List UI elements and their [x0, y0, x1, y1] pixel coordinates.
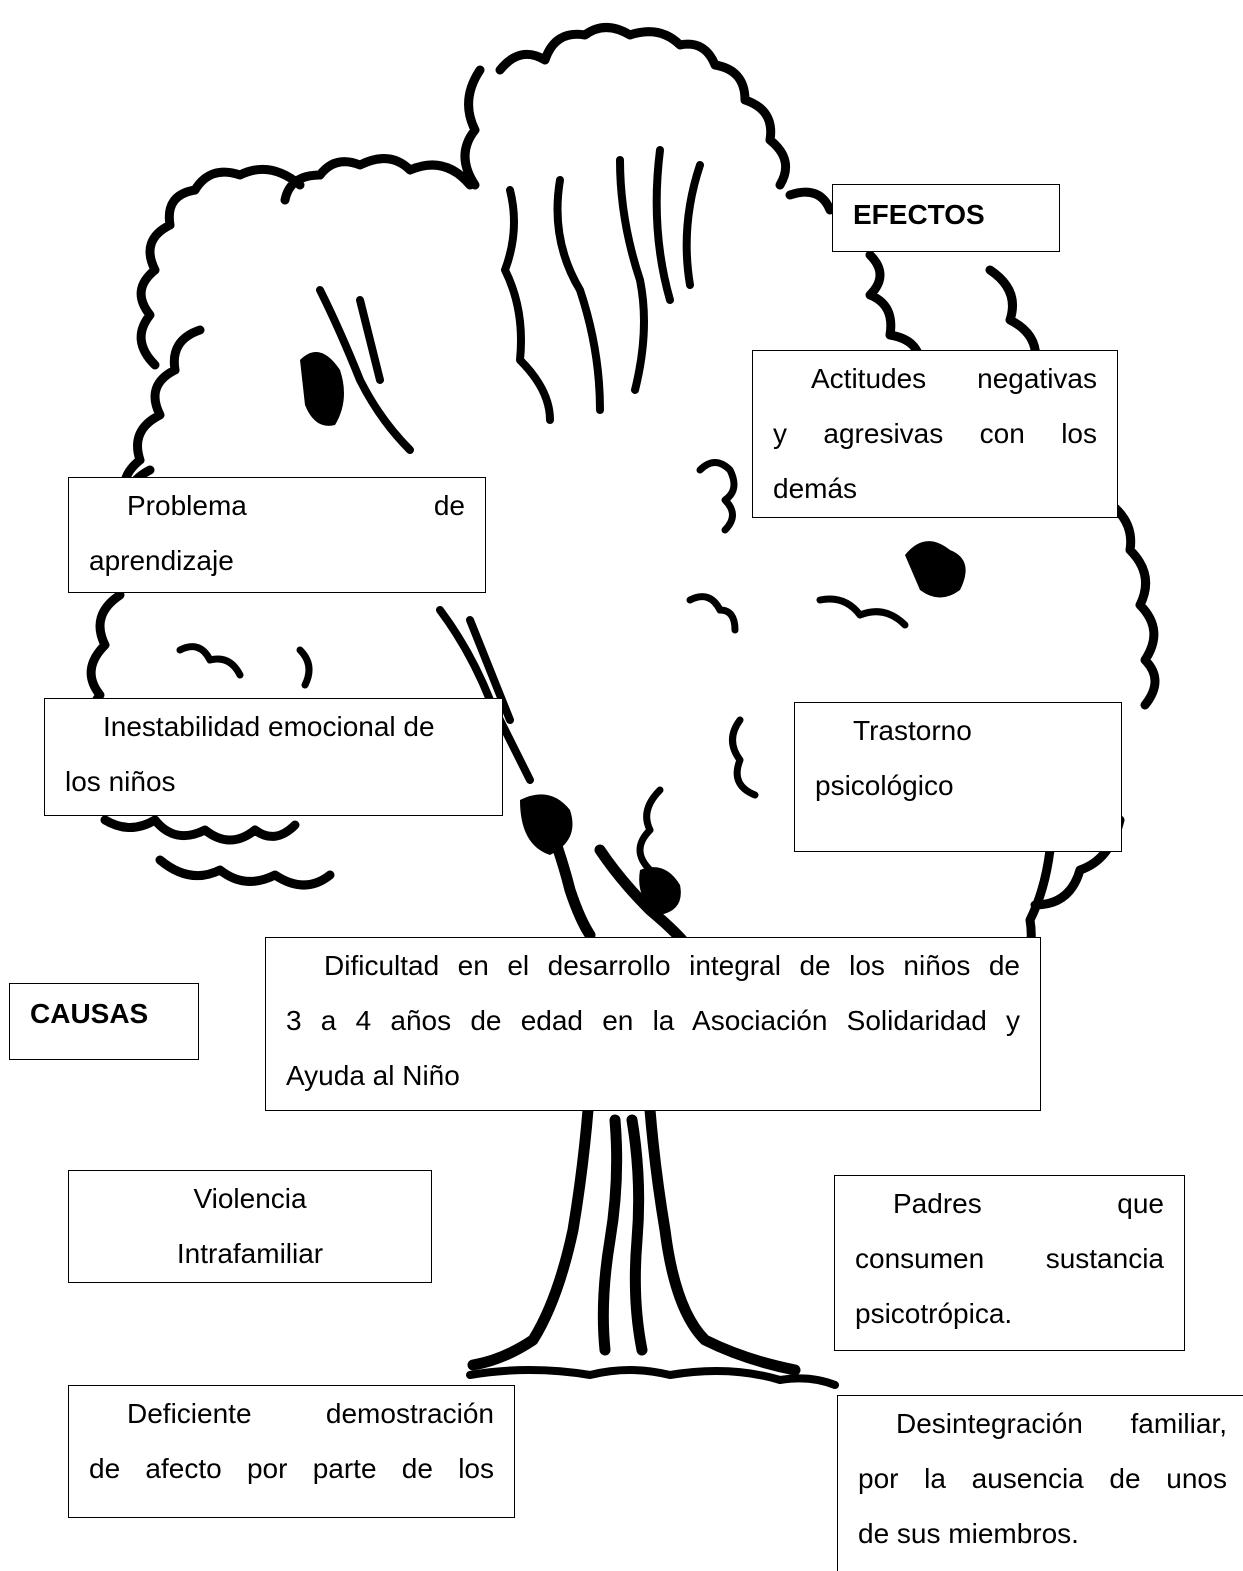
central-problem-line-1: Dificultad en el desarrollo integral de … [324, 950, 1020, 981]
effects-header-text: EFECTOS [853, 199, 985, 230]
effect-emotional-line-1: Inestabilidad emocional de [103, 711, 435, 742]
cause-disintegration-line-3: de sus miembros. [858, 1518, 1079, 1549]
effects-header: EFECTOS [832, 184, 1060, 252]
cause-box-violence: Violencia Intrafamiliar [68, 1170, 432, 1283]
effect-attitudes-line-1: Actitudes negativas [811, 363, 1097, 394]
effect-attitudes-line-2: y agresivas con los [773, 418, 1097, 449]
effect-attitudes-line-3: demás [773, 473, 858, 504]
causes-header-text: CAUSAS [30, 998, 149, 1029]
roots [466, 1366, 839, 1389]
effect-box-psychological: Trastorno psicológico [794, 702, 1122, 852]
cause-box-affection: Deficiente demostración de afecto por pa… [68, 1385, 515, 1518]
effect-box-learning: Problema de aprendizaje [68, 477, 486, 593]
dark-patch-2 [905, 541, 966, 598]
effect-learning-line-2: aprendizaje [89, 545, 234, 576]
canopy-detail [176, 459, 909, 874]
effect-emotional-line-2: los niños [65, 766, 176, 797]
dark-patch-1 [300, 352, 344, 426]
effect-psychological-line-1: Trastorno [853, 715, 972, 746]
cause-box-parents: Padres que consumen sustancia psicotrópi… [834, 1175, 1185, 1351]
effect-psychological-line-2: psicológico [815, 770, 954, 801]
cause-box-disintegration: Desintegración familiar, por la ausencia… [837, 1395, 1243, 1571]
central-problem-box: Dificultad en el desarrollo integral de … [265, 937, 1041, 1111]
cause-violence-line-1: Violencia [193, 1183, 307, 1214]
cause-parents-line-2: consumen sustancia [855, 1243, 1164, 1274]
dark-patch-4 [639, 867, 681, 915]
effect-learning-line-1: Problema de [127, 490, 465, 521]
causes-header: CAUSAS [9, 983, 199, 1060]
trunk [467, 794, 801, 1376]
central-problem-line-2: 3 a 4 años de edad en la Asociación Soli… [286, 1005, 1020, 1036]
cause-violence-line-2: Intrafamiliar [176, 1238, 324, 1269]
cause-affection-line-1: Deficiente demostración [127, 1398, 494, 1429]
cause-parents-line-1: Padres que [893, 1188, 1164, 1219]
central-problem-line-3: Ayuda al Niño [286, 1060, 460, 1091]
cause-disintegration-line-2: por la ausencia de unos [858, 1463, 1227, 1494]
cause-affection-line-2: de afecto por parte de los [89, 1453, 494, 1484]
branch-lines [316, 146, 704, 784]
dark-patch-3 [520, 794, 573, 855]
cause-disintegration-line-1: Desintegración familiar, [896, 1408, 1227, 1439]
effect-box-attitudes: Actitudes negativas y agresivas con los … [752, 350, 1118, 518]
cause-parents-line-3: psicotrópica. [855, 1298, 1013, 1329]
effect-box-emotional: Inestabilidad emocional de los niños [44, 698, 503, 816]
